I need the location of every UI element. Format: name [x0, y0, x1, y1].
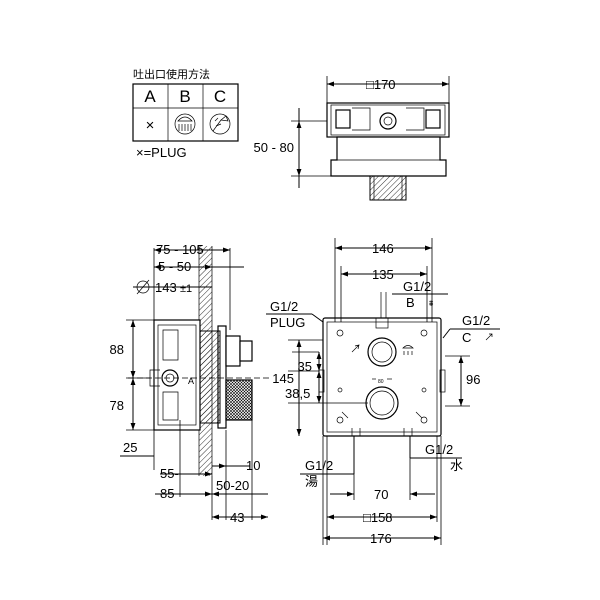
front-w70-label: 70 — [374, 487, 388, 502]
side-w10-label: 10 — [246, 458, 260, 473]
legend-header-a: A — [144, 87, 156, 106]
front-w176-label: 176 — [370, 531, 392, 546]
front-h145-label: 145 — [272, 371, 294, 386]
front-g-bottom-right: G1/2 — [425, 442, 453, 457]
front-w158-label: □158 — [363, 510, 393, 525]
front-h35-label: 35 — [298, 359, 312, 374]
front-mizu-label: 水 — [450, 458, 463, 473]
top-view: □170 B 50 - 80 — [254, 76, 450, 201]
side-d1-label: 75 - 105 — [156, 242, 204, 257]
side-w43-label: 43 — [230, 510, 244, 525]
front-g-right: G1/2 — [462, 313, 490, 328]
shower-head-icon — [174, 113, 196, 135]
side-view: A 75 - 105 5 - 50 143 ±1 88 78 25 55- — [110, 242, 270, 525]
front-g-bottom-left: G1/2 — [305, 458, 333, 473]
side-h25-label: 25 — [123, 440, 137, 455]
front-g-top-right: G1/2 — [403, 279, 431, 294]
front-plug-label: PLUG — [270, 315, 305, 330]
hand-shower-icon — [209, 113, 231, 135]
front-g-top-left: G1/2 — [270, 299, 298, 314]
legend-title: 吐出口使用方法 — [133, 67, 210, 81]
side-h78-label: 78 — [110, 398, 124, 413]
plug-x-icon: × — [146, 117, 155, 134]
side-d3-label: 143 — [155, 280, 177, 295]
top-depth-label: 50 - 80 — [254, 140, 294, 155]
side-w50-20-label: 50-20 — [216, 478, 249, 493]
top-width-label: □170 — [366, 77, 396, 92]
front-w135-label: 135 — [372, 267, 394, 282]
legend-note: ×=PLUG — [136, 145, 187, 160]
svg-text:A: A — [188, 376, 194, 386]
front-yu-label: 湯 — [305, 474, 318, 489]
front-b-label: B — [406, 295, 415, 310]
legend-header-b: B — [179, 87, 190, 106]
svg-text:80: 80 — [378, 379, 384, 385]
front-h96-label: 96 — [466, 372, 480, 387]
front-w146-label: 146 — [372, 241, 394, 256]
front-view: 80 146 135 G1/2 PLUG G1/2 B ⩩ G1/2 C — [266, 238, 500, 546]
front-h38-5-label: 38,5 — [285, 386, 310, 401]
svg-text:⩩: ⩩ — [429, 299, 434, 308]
side-w85-label: 85 — [160, 486, 174, 501]
side-h88-label: 88 — [110, 342, 124, 357]
side-d3-tol: ±1 — [180, 283, 192, 295]
side-w55-label: 55- — [160, 466, 179, 481]
usage-legend: 吐出口使用方法 A B C × ×=PLUG — [132, 67, 239, 160]
legend-header-c: C — [214, 87, 226, 106]
side-d2-label: 5 - 50 — [158, 259, 191, 274]
front-c-label: C — [462, 330, 471, 345]
